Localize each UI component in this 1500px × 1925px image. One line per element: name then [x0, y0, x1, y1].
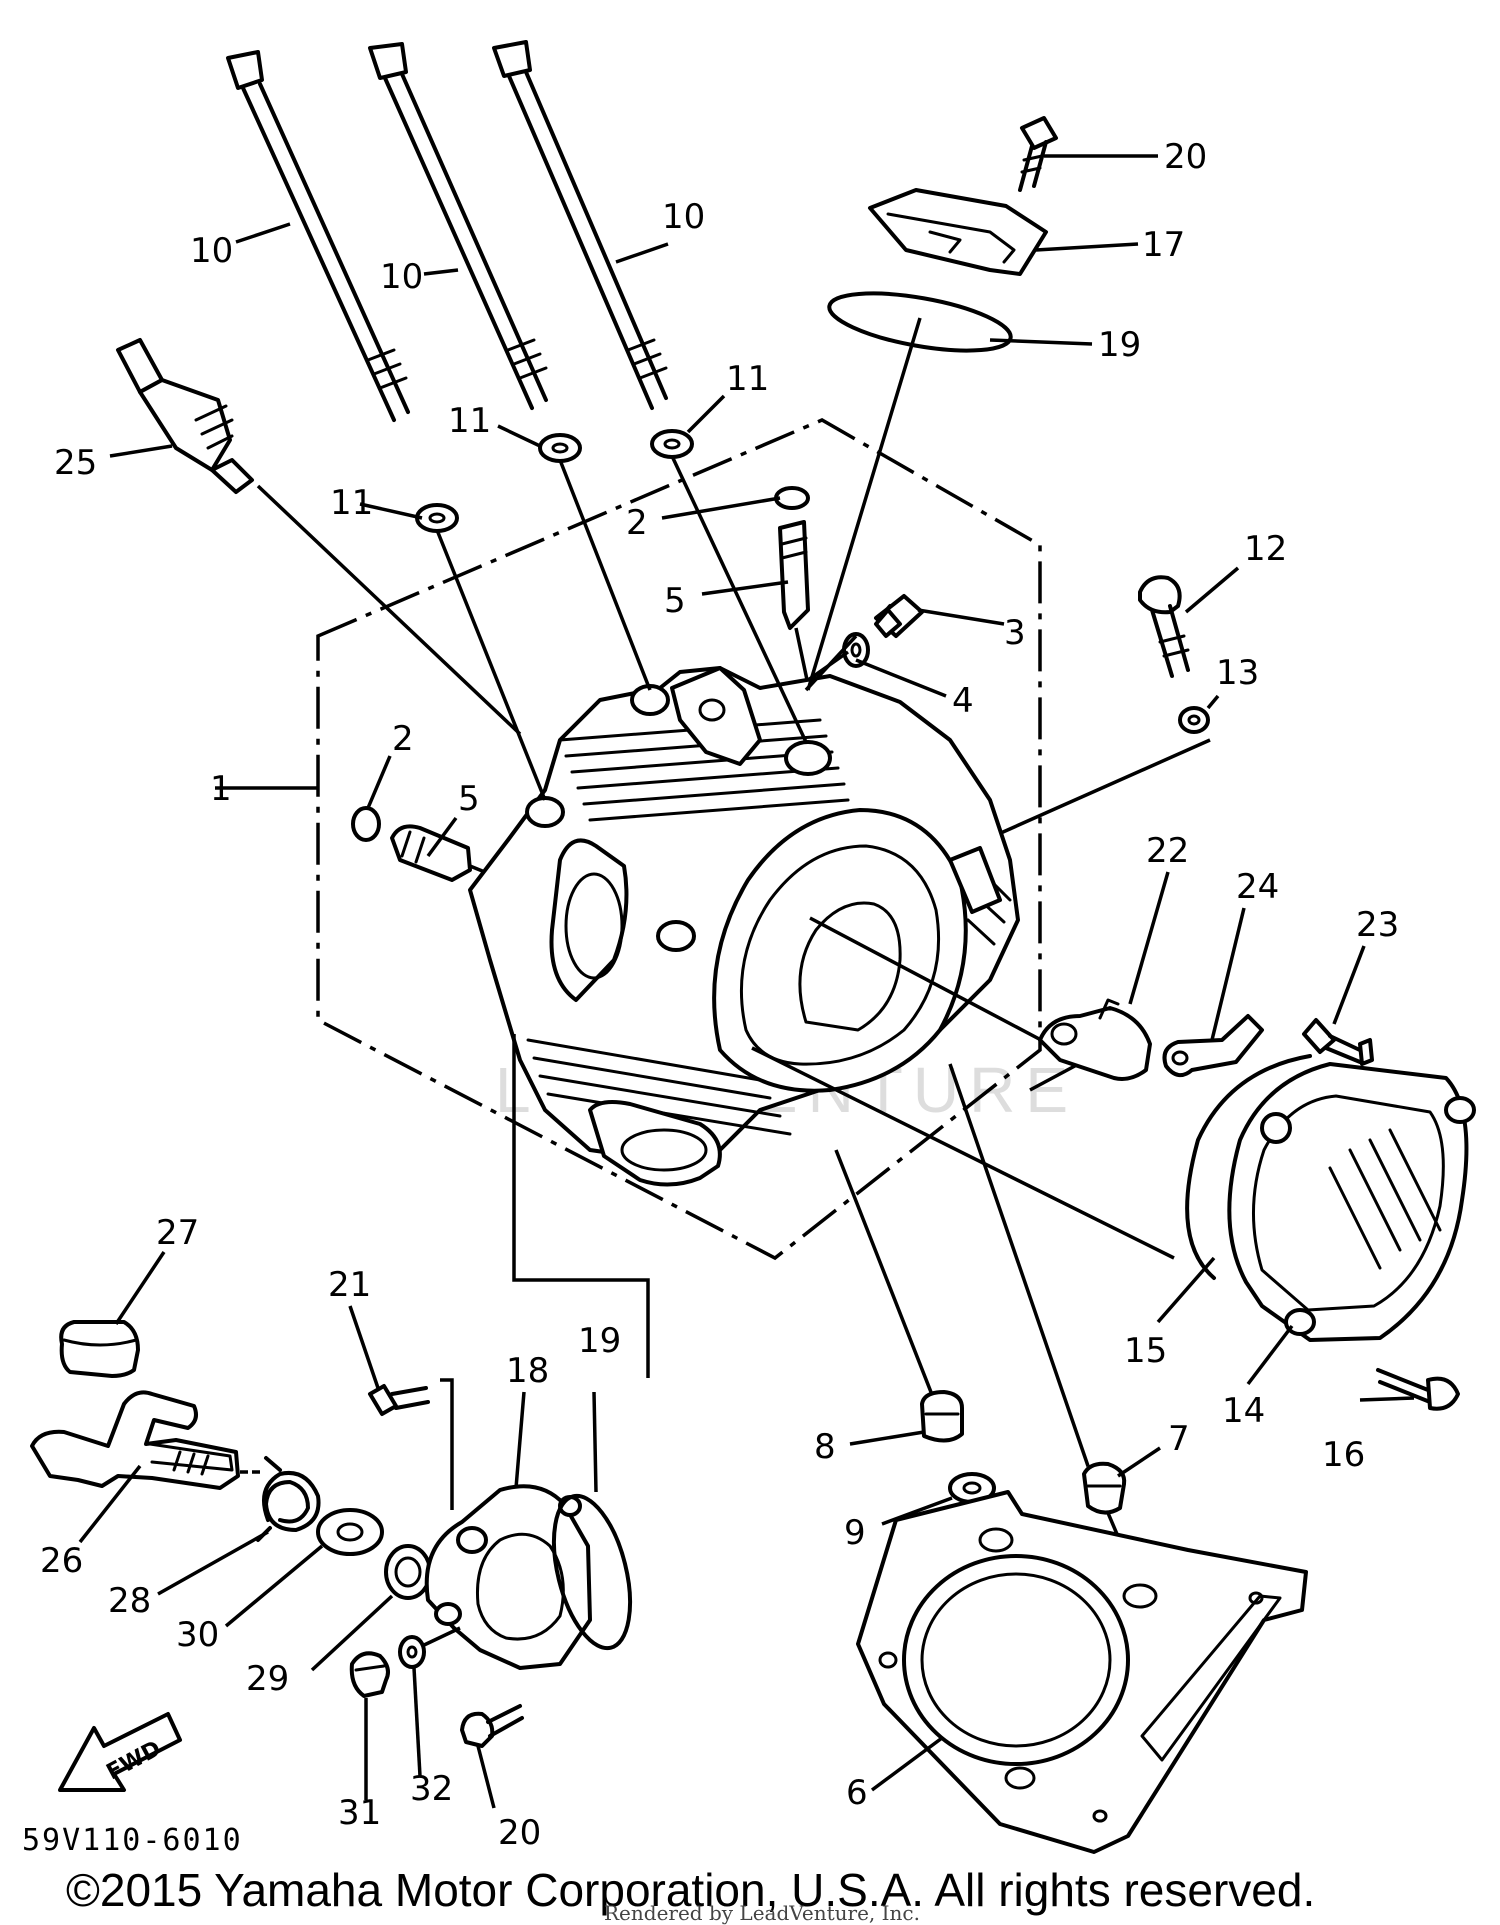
cap-27 [59, 1320, 140, 1378]
decompression-lever-26 [30, 1390, 240, 1490]
callout-15: 15 [1124, 1331, 1167, 1371]
rendered-by-note: Rendered by LeadVenture, Inc. [604, 1901, 920, 1925]
o-ring-19-top [827, 291, 1013, 353]
dowel-pin-8 [920, 1390, 964, 1443]
cylinder-head-bolt-left [226, 50, 410, 422]
tappet-cover-17 [868, 188, 1048, 276]
callout-1: 1 [210, 769, 232, 809]
callout-leaders [78, 154, 1415, 1809]
drawing-code: 59V110-6010 [22, 1823, 243, 1858]
callout-28: 28 [108, 1581, 151, 1621]
callout-11: 11 [726, 359, 769, 399]
callout-18: 18 [506, 1351, 549, 1391]
callout-11: 11 [330, 483, 373, 523]
bolt-23 [1302, 1018, 1374, 1066]
callout-14: 14 [1222, 1391, 1265, 1431]
o-ring-19-bottom [551, 1493, 633, 1651]
bolt-12 [1138, 575, 1190, 678]
housing-18 [424, 1484, 592, 1670]
callout-22: 22 [1146, 831, 1189, 871]
callout-23: 23 [1356, 905, 1399, 945]
callout-25: 25 [54, 443, 97, 483]
plug-31 [349, 1651, 390, 1698]
callout-13: 13 [1216, 653, 1259, 693]
callout-12: 12 [1244, 529, 1287, 569]
bolt-3 [874, 594, 924, 638]
callout-10: 10 [190, 231, 233, 271]
callout-21: 21 [328, 1265, 371, 1305]
copyright-notice: ©2015 Yamaha Motor Corporation, U.S.A. A… [66, 1864, 1315, 1916]
callout-29: 29 [246, 1659, 289, 1699]
callout-17: 17 [1142, 225, 1185, 265]
callout-26: 26 [40, 1541, 83, 1581]
callout-32: 32 [410, 1769, 453, 1809]
callout-labels: 20 17 19 10 10 10 25 11 11 11 2 5 3 4 12… [40, 137, 1399, 1853]
callout-9: 9 [844, 1513, 866, 1553]
callout-24: 24 [1236, 867, 1279, 907]
bolt-16 [1376, 1368, 1460, 1411]
callout-19: 19 [578, 1321, 621, 1361]
cylinder-head-bolt-middle [368, 42, 548, 410]
callout-5: 5 [664, 581, 686, 621]
decomp-assembly-frame [512, 1034, 650, 1378]
callout-8: 8 [814, 1427, 836, 1467]
bolt-20-bottom [460, 1704, 524, 1748]
callout-19: 19 [1098, 325, 1141, 365]
bolt-20-top [1018, 116, 1058, 192]
callout-7: 7 [1168, 1419, 1190, 1459]
callout-20: 20 [498, 1813, 541, 1853]
callout-5: 5 [458, 779, 480, 819]
fwd-arrow-icon: FWD [58, 1712, 182, 1792]
assembly-leader-lines [435, 317, 1175, 1575]
washer-30 [316, 1508, 384, 1556]
spring-28 [240, 1456, 321, 1542]
valve-guide-top [774, 486, 812, 695]
callout-10: 10 [662, 197, 705, 237]
washer-11-group [415, 429, 694, 533]
callout-2: 2 [392, 719, 414, 759]
assembly-boundary [215, 418, 1042, 1261]
gasket-15 [1185, 1054, 1312, 1280]
callout-11: 11 [448, 401, 491, 441]
washer-32 [398, 1626, 461, 1669]
callout-4: 4 [952, 681, 974, 721]
callout-16: 16 [1322, 1435, 1365, 1475]
cover-22 [1038, 998, 1152, 1081]
callout-2: 2 [626, 503, 648, 543]
cylinder-head-cover-14 [1227, 1062, 1476, 1342]
callout-6: 6 [846, 1773, 868, 1813]
oil-seal-29 [384, 1544, 432, 1600]
bracket-24 [1162, 1014, 1264, 1078]
dowel-pin-7 [1082, 1461, 1127, 1515]
callout-31: 31 [338, 1793, 381, 1833]
cylinder-head [468, 666, 1020, 1187]
cylinder-head-bolt-right [492, 40, 668, 410]
callout-27: 27 [156, 1213, 199, 1253]
bolt-21 [368, 1378, 454, 1510]
callout-10: 10 [380, 257, 423, 297]
spark-plug [116, 338, 522, 736]
callout-3: 3 [1004, 613, 1026, 653]
callout-30: 30 [176, 1615, 219, 1655]
cylinder-head-gasket-6 [856, 1490, 1308, 1854]
callout-20: 20 [1164, 137, 1207, 177]
